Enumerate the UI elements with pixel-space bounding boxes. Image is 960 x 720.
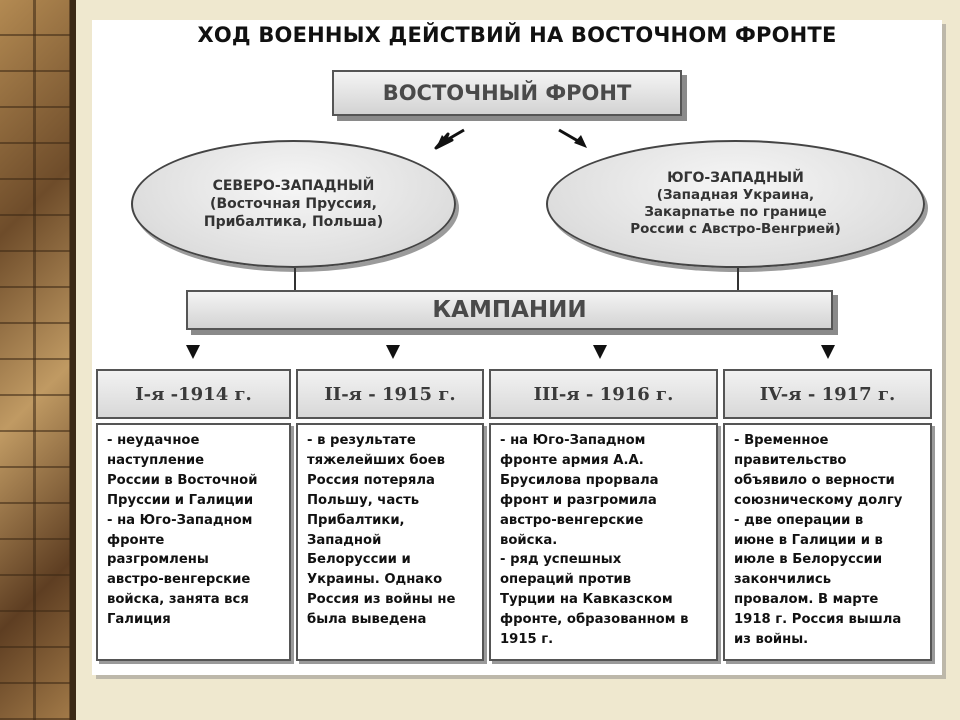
campaign-line: Польшу, часть bbox=[307, 492, 420, 508]
campaign-line: - на Юго-Западном bbox=[107, 512, 253, 528]
northwest-front-ellipse: СЕВЕРО-ЗАПАДНЫЙ (Восточная Пруссия, Приб… bbox=[131, 140, 456, 268]
campaign-line: - Временное bbox=[734, 433, 829, 448]
campaign-line: была выведена bbox=[307, 612, 427, 628]
campaign-line: России в Восточной bbox=[107, 472, 258, 488]
campaign-year-box: IV-я - 1917 г. bbox=[723, 369, 932, 419]
campaign-line: австро-венгерские bbox=[500, 512, 644, 528]
campaign-description: - Временное правительство объявило о вер… bbox=[723, 423, 932, 661]
campaign-line: фронте армия А.А. bbox=[500, 452, 644, 468]
down-triangle-icon bbox=[593, 345, 607, 359]
campaign-line: - ряд успешных bbox=[500, 552, 622, 568]
northwest-front-line: (Восточная Пруссия, bbox=[210, 196, 377, 212]
southwest-front-line: Закарпатье по границе bbox=[644, 204, 827, 220]
campaign-line: июле в Белоруссии bbox=[734, 552, 883, 568]
campaign-line: фронте bbox=[107, 532, 165, 548]
campaign-line: наступление bbox=[107, 452, 205, 468]
campaign-line: войска, занята вся bbox=[107, 592, 249, 608]
campaign-line: операций против bbox=[500, 572, 632, 588]
campaign-line: тяжелейших боев bbox=[307, 452, 445, 468]
campaigns-box: КАМПАНИИ bbox=[186, 290, 833, 330]
campaign-line: Россия из войны не bbox=[307, 592, 456, 608]
campaign-year-box: II-я - 1915 г. bbox=[296, 369, 484, 419]
campaign-year-box: III-я - 1916 г. bbox=[489, 369, 718, 419]
campaign-description: - на Юго-Западном фронте армия А.А. Брус… bbox=[489, 423, 718, 661]
campaign-line: - неудачное bbox=[107, 433, 200, 448]
campaign-line: австро-венгерские bbox=[107, 572, 251, 588]
campaign-line: провалом. В марте bbox=[734, 592, 879, 608]
campaign-line: 1918 г. Россия вышла bbox=[734, 612, 902, 628]
campaign-line: фронте, образованном в bbox=[500, 612, 689, 628]
connector-line bbox=[737, 268, 739, 291]
campaign-year-box: I-я -1914 г. bbox=[96, 369, 291, 419]
campaign-line: Пруссии и Галиции bbox=[107, 492, 254, 508]
eastern-front-label: ВОСТОЧНЫЙ ФРОНТ bbox=[382, 81, 632, 105]
campaign-line: Украины. Однако bbox=[307, 572, 443, 588]
campaign-line: Турции на Кавказском bbox=[500, 592, 673, 608]
page-title: ХОД ВОЕННЫХ ДЕЙСТВИЙ НА ВОСТОЧНОМ ФРОНТЕ bbox=[197, 23, 837, 47]
campaign-year: IV-я - 1917 г. bbox=[759, 383, 896, 405]
southwest-front-ellipse: ЮГО-ЗАПАДНЫЙ (Западная Украина, Закарпат… bbox=[546, 140, 925, 268]
campaign-line: Западной bbox=[307, 532, 382, 548]
campaign-year: II-я - 1915 г. bbox=[324, 383, 456, 405]
decorative-border bbox=[0, 0, 70, 720]
arrow-left-icon bbox=[434, 128, 465, 150]
campaigns-label: КАМПАНИИ bbox=[432, 297, 587, 323]
campaign-line: Брусилова прорвала bbox=[500, 472, 659, 488]
southwest-front-name: ЮГО-ЗАПАДНЫЙ bbox=[667, 170, 804, 186]
campaign-line: войска. bbox=[500, 532, 558, 548]
down-triangle-icon bbox=[821, 345, 835, 359]
campaign-line: Прибалтики, bbox=[307, 512, 405, 528]
border-divider bbox=[70, 0, 76, 720]
arrow-right-icon bbox=[558, 128, 587, 148]
campaign-line: Белоруссии и bbox=[307, 552, 411, 568]
campaign-description: - неудачное наступление России в Восточн… bbox=[96, 423, 291, 661]
campaign-line: Россия потеряла bbox=[307, 472, 435, 488]
campaign-line: июне в Галиции и в bbox=[734, 532, 883, 548]
campaign-year: III-я - 1916 г. bbox=[533, 383, 674, 405]
campaign-line: Галиция bbox=[107, 612, 171, 628]
northwest-front-line: Прибалтика, Польша) bbox=[203, 214, 384, 230]
campaign-line: 1915 г. bbox=[500, 632, 554, 648]
campaign-line: - в результате bbox=[307, 433, 416, 448]
campaign-line: разгромлены bbox=[107, 552, 209, 568]
down-triangle-icon bbox=[386, 345, 400, 359]
campaign-year: I-я -1914 г. bbox=[135, 383, 252, 405]
campaign-line: закончились bbox=[734, 572, 832, 588]
campaign-line: - две операции в bbox=[734, 512, 864, 528]
down-triangle-icon bbox=[186, 345, 200, 359]
campaign-line: из войны. bbox=[734, 632, 809, 648]
northwest-front-name: СЕВЕРО-ЗАПАДНЫЙ bbox=[212, 178, 375, 194]
campaign-line: - на Юго-Западном bbox=[500, 433, 646, 448]
campaign-line: союзническому долгу bbox=[734, 492, 903, 508]
southwest-front-line: (Западная Украина, bbox=[656, 187, 815, 203]
connector-line bbox=[294, 268, 296, 291]
eastern-front-box: ВОСТОЧНЫЙ ФРОНТ bbox=[332, 70, 682, 116]
southwest-front-line: России с Австро-Венгрией) bbox=[630, 221, 841, 237]
campaign-line: фронт и разгромила bbox=[500, 492, 657, 508]
campaign-line: правительство bbox=[734, 452, 847, 468]
campaign-description: - в результате тяжелейших боев Россия по… bbox=[296, 423, 484, 661]
campaign-line: объявило о верности bbox=[734, 472, 895, 488]
